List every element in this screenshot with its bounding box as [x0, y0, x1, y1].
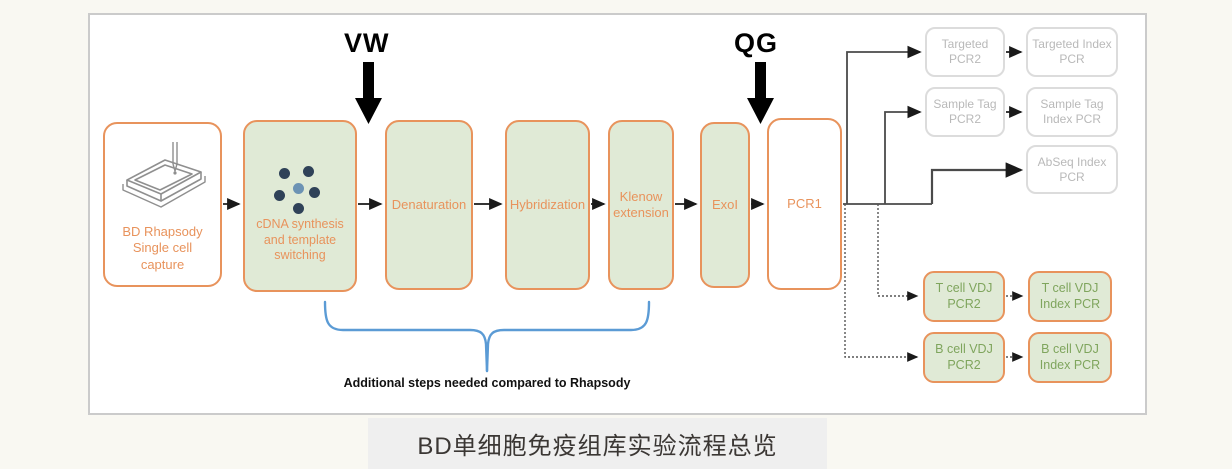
- step-capture: BD Rhapsody Single cell capture: [103, 122, 222, 287]
- cell-dot: [303, 166, 314, 177]
- step-tcell-vdj-index-pcr: T cell VDJ Index PCR: [1028, 271, 1112, 322]
- brace-note: Additional steps needed compared to Rhap…: [343, 376, 631, 390]
- diagram-caption: BD单细胞免疫组库实验流程总览: [417, 433, 778, 460]
- step-sample-tag-index-pcr: Sample Tag Index PCR: [1026, 87, 1118, 137]
- step-hybridization: Hybridization: [505, 120, 590, 290]
- step-pcr1: PCR1: [767, 118, 842, 290]
- cell-dot: [279, 168, 290, 179]
- cell-dot: [293, 183, 304, 194]
- step-cdna: cDNA synthesis and template switching: [243, 120, 357, 292]
- cartridge-icon: [121, 142, 206, 208]
- step-exoi: ExoI: [700, 122, 750, 288]
- step-capture-label: BD Rhapsody Single cell capture: [122, 224, 203, 272]
- step-bcell-vdj-index-pcr: B cell VDJ Index PCR: [1028, 332, 1112, 383]
- cell-dot: [309, 187, 320, 198]
- step-sample-tag-pcr2: Sample Tag PCR2: [925, 87, 1005, 137]
- cell-dots: [245, 122, 355, 290]
- step-abseq-index-pcr: AbSeq Index PCR: [1026, 145, 1118, 194]
- step-cdna-label: cDNA synthesis and template switching: [256, 217, 344, 263]
- step-bcell-vdj-pcr2: B cell VDJ PCR2: [923, 332, 1005, 383]
- step-targeted-pcr2: Targeted PCR2: [925, 27, 1005, 77]
- step-denaturation: Denaturation: [385, 120, 473, 290]
- caption-band: BD单细胞免疫组库实验流程总览: [368, 418, 827, 469]
- step-klenow: Klenow extension: [608, 120, 674, 290]
- vw-label: VW: [344, 28, 390, 58]
- step-tcell-vdj-pcr2: T cell VDJ PCR2: [923, 271, 1005, 322]
- cell-dot: [293, 203, 304, 214]
- cell-dot: [274, 190, 285, 201]
- qg-label: QG: [734, 28, 779, 58]
- step-targeted-index-pcr: Targeted Index PCR: [1026, 27, 1118, 77]
